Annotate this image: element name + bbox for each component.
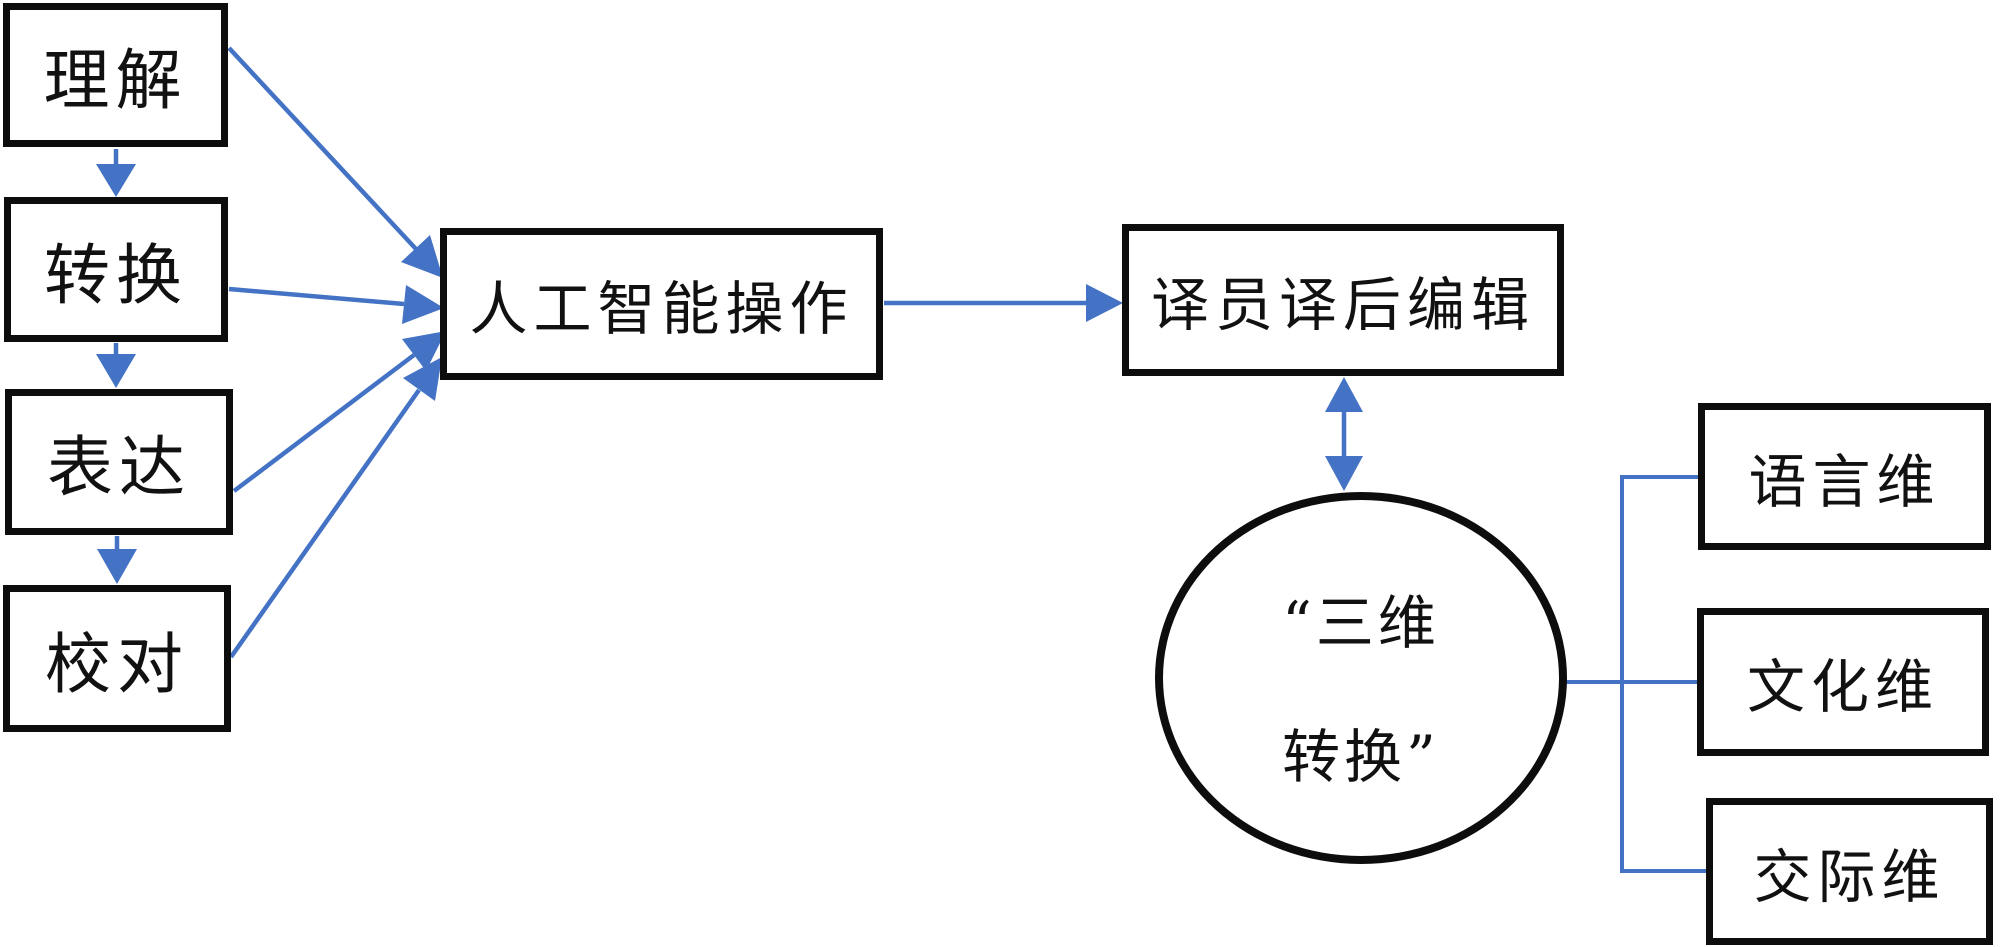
node-convert-label: 转换	[44, 236, 188, 314]
node-proofread-label: 校对	[45, 625, 189, 703]
arrow-convert-to-ai-icon	[228, 285, 444, 324]
node-ai-operation: 人工智能操作	[440, 228, 883, 380]
arrow-express-to-ai-icon	[232, 331, 446, 493]
arrow-proofread-to-ai-icon	[229, 357, 442, 659]
node-convert: 转换	[4, 197, 228, 342]
arrow-down-understand-convert-icon	[96, 149, 136, 197]
node-proofread: 校对	[3, 585, 231, 732]
node-three-dimensional-transformation: “三维 转换”	[1155, 492, 1567, 864]
circle-line2: 转换”	[1282, 723, 1440, 791]
node-understand: 理解	[3, 3, 228, 147]
node-communication-dimension-label: 交际维	[1753, 842, 1946, 911]
node-culture-dimension-label: 文化维	[1746, 653, 1939, 721]
node-ai-operation-label: 人工智能操作	[469, 275, 854, 343]
connector-circle-to-dimensions	[1563, 475, 1706, 873]
node-post-editing: 译员译后编辑	[1122, 224, 1564, 376]
node-express-label: 表达	[47, 429, 191, 506]
arrow-understand-to-ai-icon	[227, 46, 443, 278]
node-language-dimension-label: 语言维	[1748, 447, 1941, 516]
node-express: 表达	[5, 389, 233, 535]
arrow-down-convert-express-icon	[96, 343, 136, 388]
node-post-editing-label: 译员译后编辑	[1150, 271, 1535, 339]
node-understand-label: 理解	[43, 42, 188, 119]
double-arrow-postedit-circle-icon	[1325, 377, 1363, 491]
node-language-dimension: 语言维	[1698, 403, 1991, 550]
arrow-ai-to-postedit-icon	[884, 284, 1123, 322]
arrow-down-express-proofread-icon	[97, 536, 137, 584]
node-communication-dimension: 交际维	[1706, 798, 1993, 945]
node-culture-dimension: 文化维	[1697, 608, 1989, 756]
circle-line1: “三维	[1282, 589, 1440, 657]
